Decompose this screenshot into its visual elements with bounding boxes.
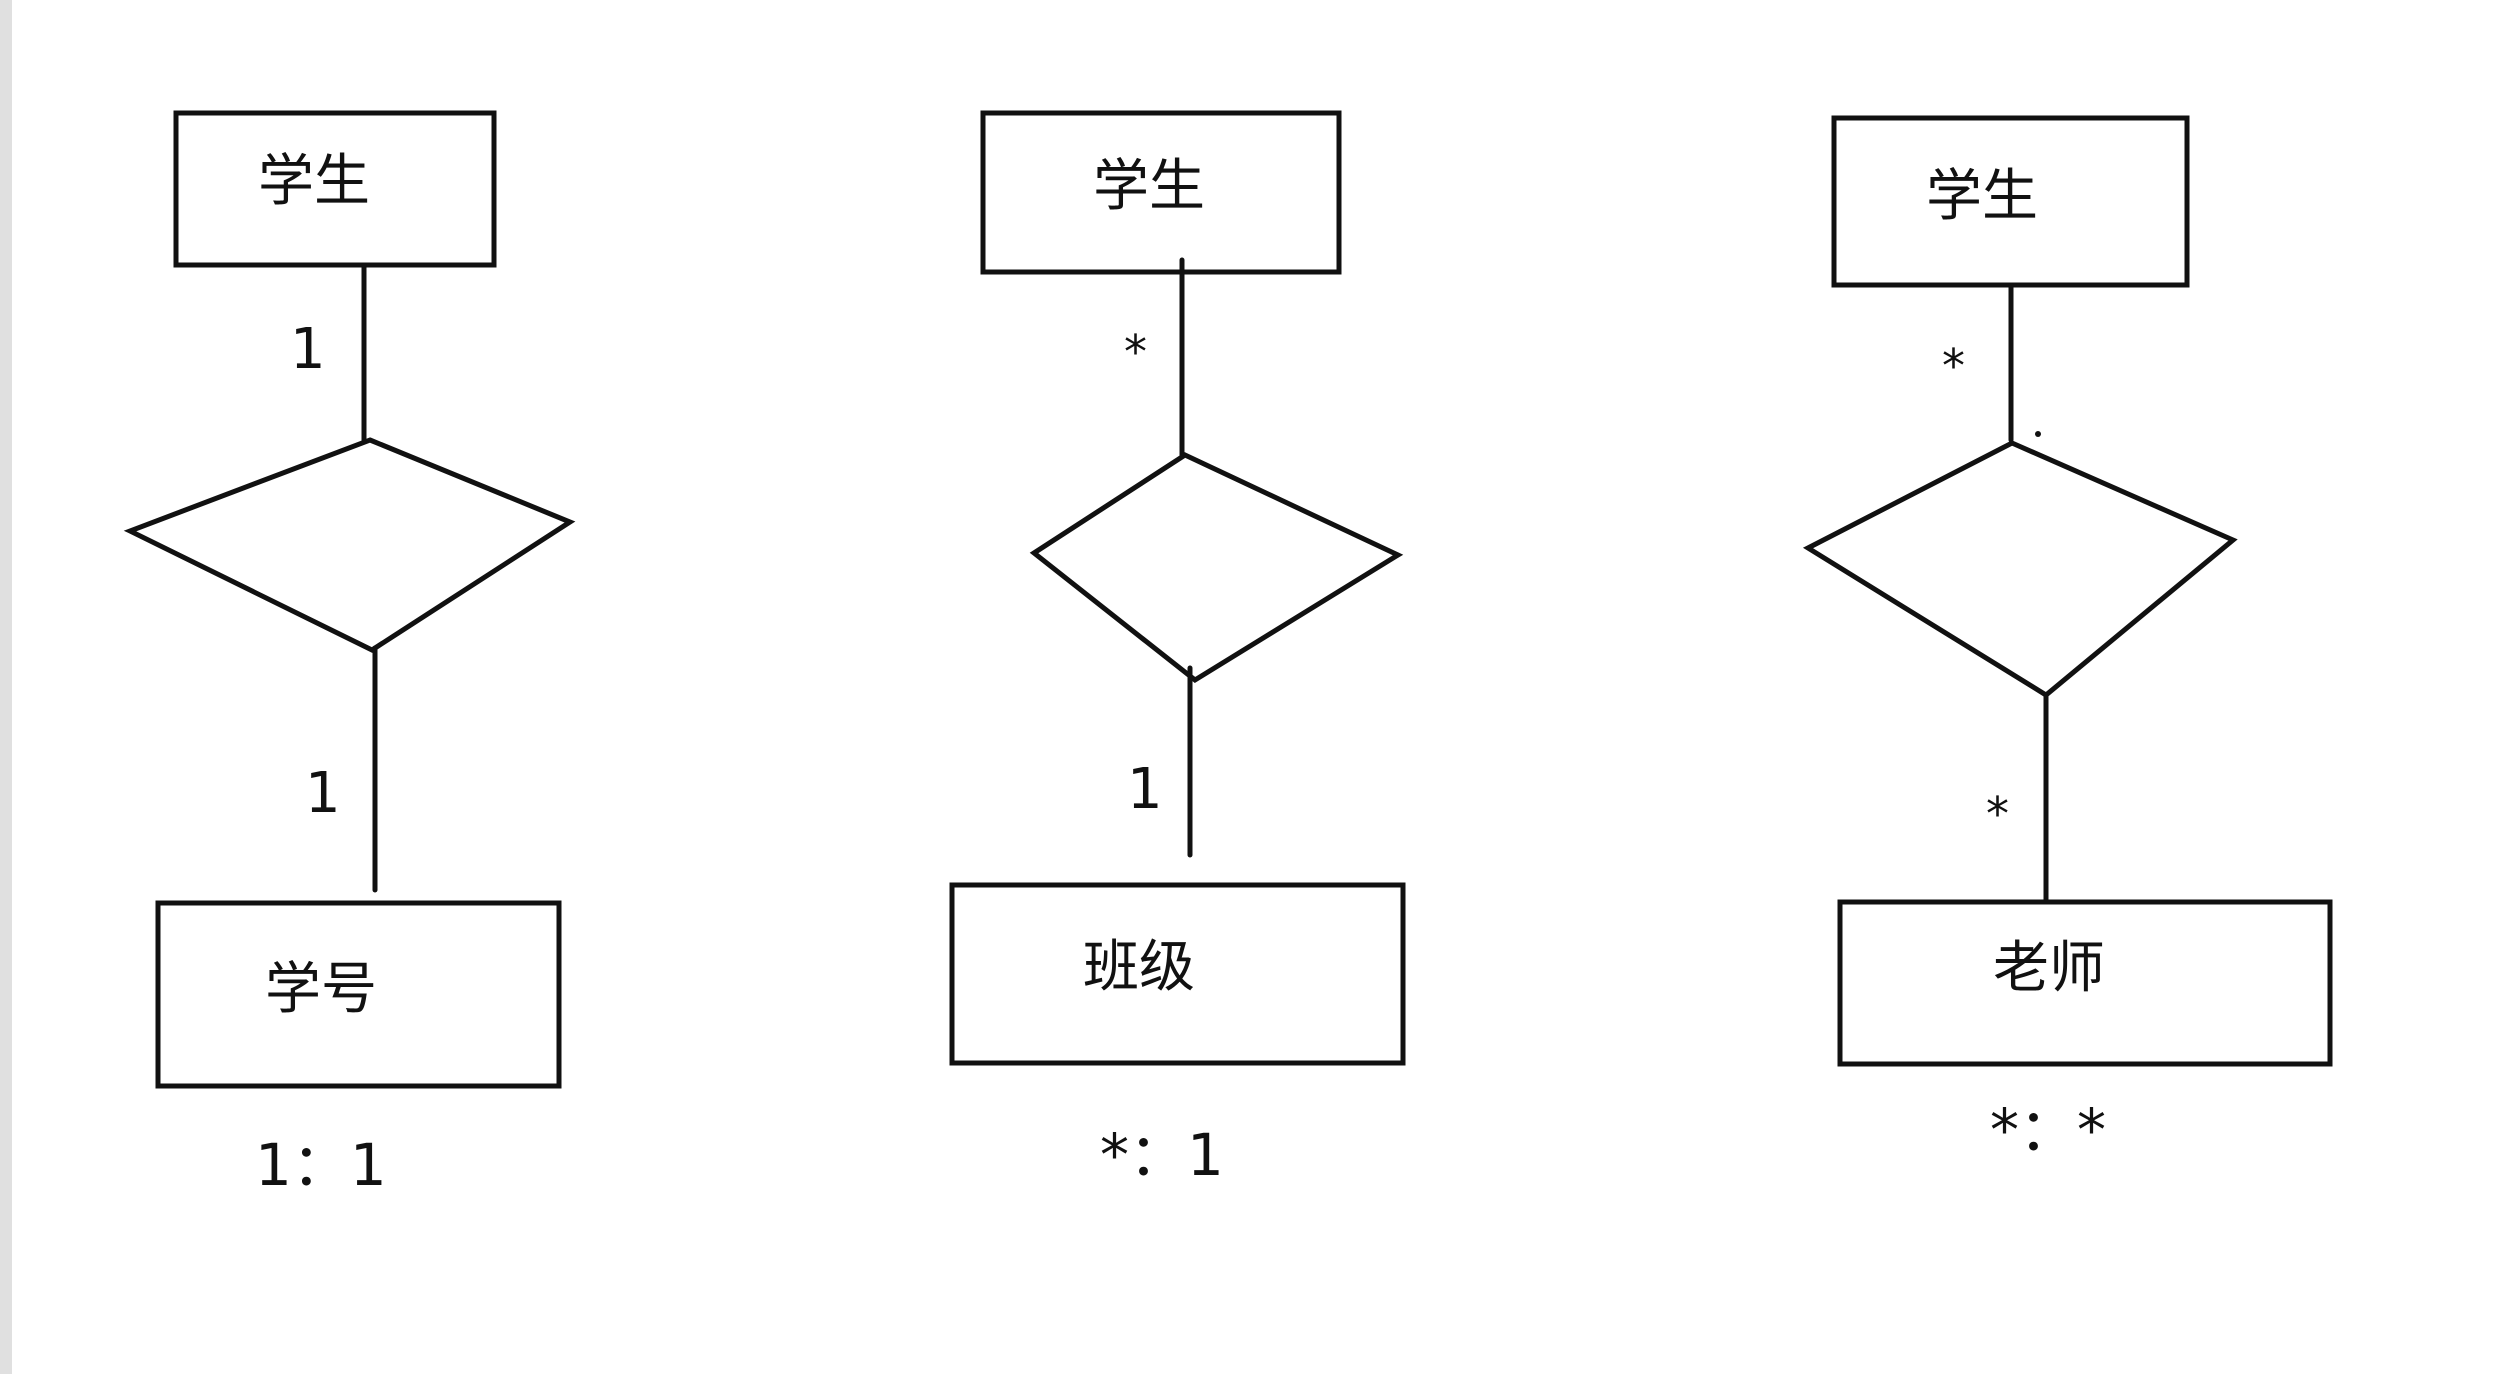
- bottom-entity-box: [1837, 899, 2333, 1067]
- diagram-one-to-one: 学生 1 1 学号 1：1: [123, 110, 576, 1199]
- top-entity-box: [980, 110, 1342, 275]
- relationship-diamond: [123, 437, 576, 653]
- bottom-entity-label: 班级: [1083, 935, 1195, 1000]
- bottom-cardinality: 1: [1127, 757, 1163, 822]
- top-cardinality: *: [1942, 339, 1965, 393]
- top-entity-label: 学生: [1093, 154, 1205, 219]
- diagram-many-to-many: 学生 * * 老师 *：*: [1802, 115, 2333, 1164]
- cardinality-ratio: *：1: [1100, 1121, 1224, 1189]
- top-entity-box: [173, 110, 497, 268]
- bottom-entity-label: 老师: [1993, 936, 2105, 1001]
- top-entity-label: 学生: [1926, 164, 2038, 229]
- top-entity-label: 学生: [258, 149, 370, 214]
- relationship-diamond: [1802, 440, 2238, 699]
- bottom-entity-label: 学号: [265, 957, 377, 1022]
- bottom-cardinality: 1: [305, 761, 341, 826]
- top-cardinality: *: [1124, 325, 1147, 379]
- cardinality-ratio: *：*: [1990, 1096, 2106, 1164]
- relationship-diamond: [1029, 452, 1404, 684]
- bottom-entity-box: [949, 882, 1406, 1066]
- left-edge-border: [0, 0, 12, 1374]
- bottom-cardinality: *: [1986, 787, 2009, 841]
- top-cardinality: 1: [290, 317, 326, 382]
- cardinality-ratio: 1：1: [255, 1131, 387, 1199]
- bottom-entity-box: [155, 900, 562, 1089]
- stray-dot: [2035, 431, 2041, 437]
- diagram-many-to-one: 学生 * 1 班级 *：1: [949, 110, 1406, 1189]
